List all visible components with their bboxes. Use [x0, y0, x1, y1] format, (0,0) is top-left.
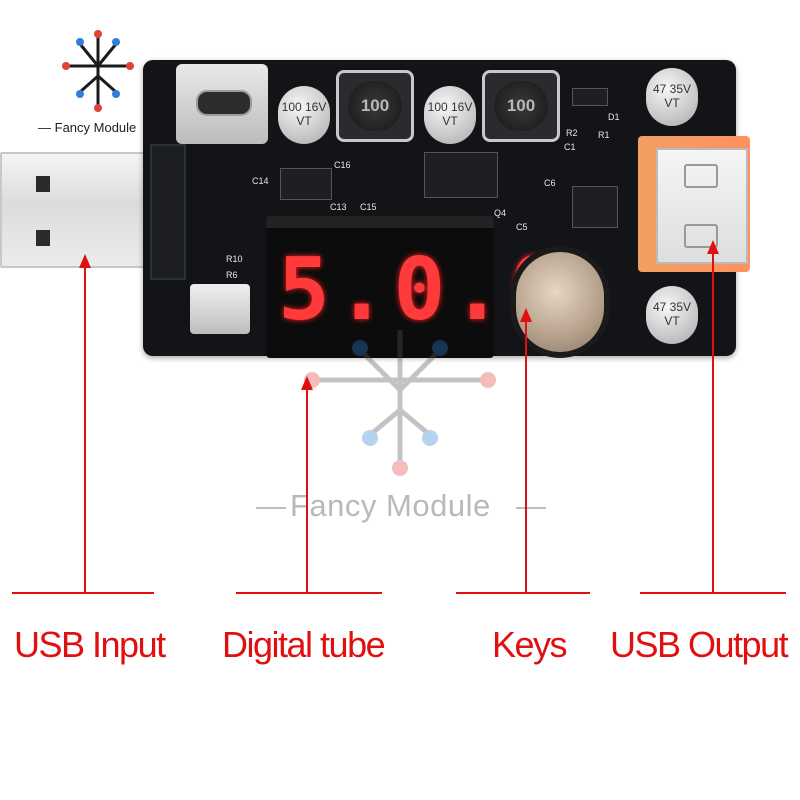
brand-dash-left	[256, 507, 286, 509]
callout-line-keys	[525, 320, 527, 592]
usb-output-contact	[684, 224, 718, 248]
capacitor: 47 35V VT	[646, 286, 698, 344]
usb-plug-slot	[36, 176, 50, 192]
inductor-label: 100	[348, 81, 402, 131]
component-marking: R10	[226, 254, 243, 264]
usb-output-opening	[656, 148, 748, 264]
arrow-head-keys	[520, 308, 532, 322]
circuit-logo-icon	[62, 30, 134, 112]
callout-underline-usb-output	[640, 592, 786, 594]
capacitor-label: 47 35V VT	[652, 82, 692, 110]
capacitor: 100 16V VT	[424, 86, 476, 144]
label-usb-output: USB Output	[610, 624, 789, 665]
component-marking: D1	[608, 112, 620, 122]
callout-underline-keys	[456, 592, 590, 594]
component-marking: C5	[516, 222, 528, 232]
component-marking: C14	[252, 176, 269, 186]
usb-c-opening	[196, 90, 252, 116]
capacitor-label: 47 35V VT	[652, 300, 692, 328]
circuit-logo-watermark-icon	[304, 330, 496, 476]
ic-chip	[280, 168, 332, 200]
callout-line-usb-input	[84, 266, 86, 592]
usb-input-connector	[150, 144, 186, 280]
capacitor-label: 100 16V VT	[281, 100, 327, 128]
inductor: 100	[482, 70, 560, 142]
component-marking: C1	[564, 142, 576, 152]
brand-watermark-center: Fancy Module	[290, 488, 491, 523]
callout-underline-digital-tube	[236, 592, 382, 594]
component-marking: Q4	[494, 208, 507, 218]
label-digital-tube: Digital tube	[222, 624, 386, 665]
component-marking: C13	[330, 202, 347, 212]
capacitor: 47 35V VT	[646, 68, 698, 126]
inductor-label: 100	[494, 81, 548, 131]
diode-chip	[572, 88, 608, 106]
component-marking: C6	[544, 178, 556, 188]
usb-output-contact	[684, 164, 718, 188]
callout-underline-usb-input	[12, 592, 154, 594]
usb-plug-slot	[36, 230, 50, 246]
brand-watermark-top: — Fancy Module	[38, 120, 137, 135]
label-usb-input: USB Input	[14, 624, 166, 665]
component-marking: R2	[566, 128, 578, 138]
digital-tube-display	[266, 216, 494, 358]
brand-dash-right	[516, 507, 546, 509]
component-marking: C15	[360, 202, 377, 212]
arrow-head-usb-output	[707, 240, 719, 254]
micro-usb-port	[190, 284, 250, 334]
component-marking: R1	[598, 130, 610, 140]
callout-line-usb-output	[712, 252, 714, 592]
component-marking: C16	[334, 160, 351, 170]
label-keys: Keys	[492, 624, 568, 665]
capacitor: 100 16V VT	[278, 86, 330, 144]
callout-line-digital-tube	[306, 388, 308, 592]
inductor: 100	[336, 70, 414, 142]
arrow-head-usb-input	[79, 254, 91, 268]
arrow-head-digital-tube	[301, 376, 313, 390]
mosfet-chip	[424, 152, 498, 198]
capacitor-label: 100 16V VT	[427, 100, 473, 128]
usb-input-plug	[0, 152, 160, 268]
ic-chip	[572, 186, 618, 228]
component-marking: R6	[226, 270, 238, 280]
